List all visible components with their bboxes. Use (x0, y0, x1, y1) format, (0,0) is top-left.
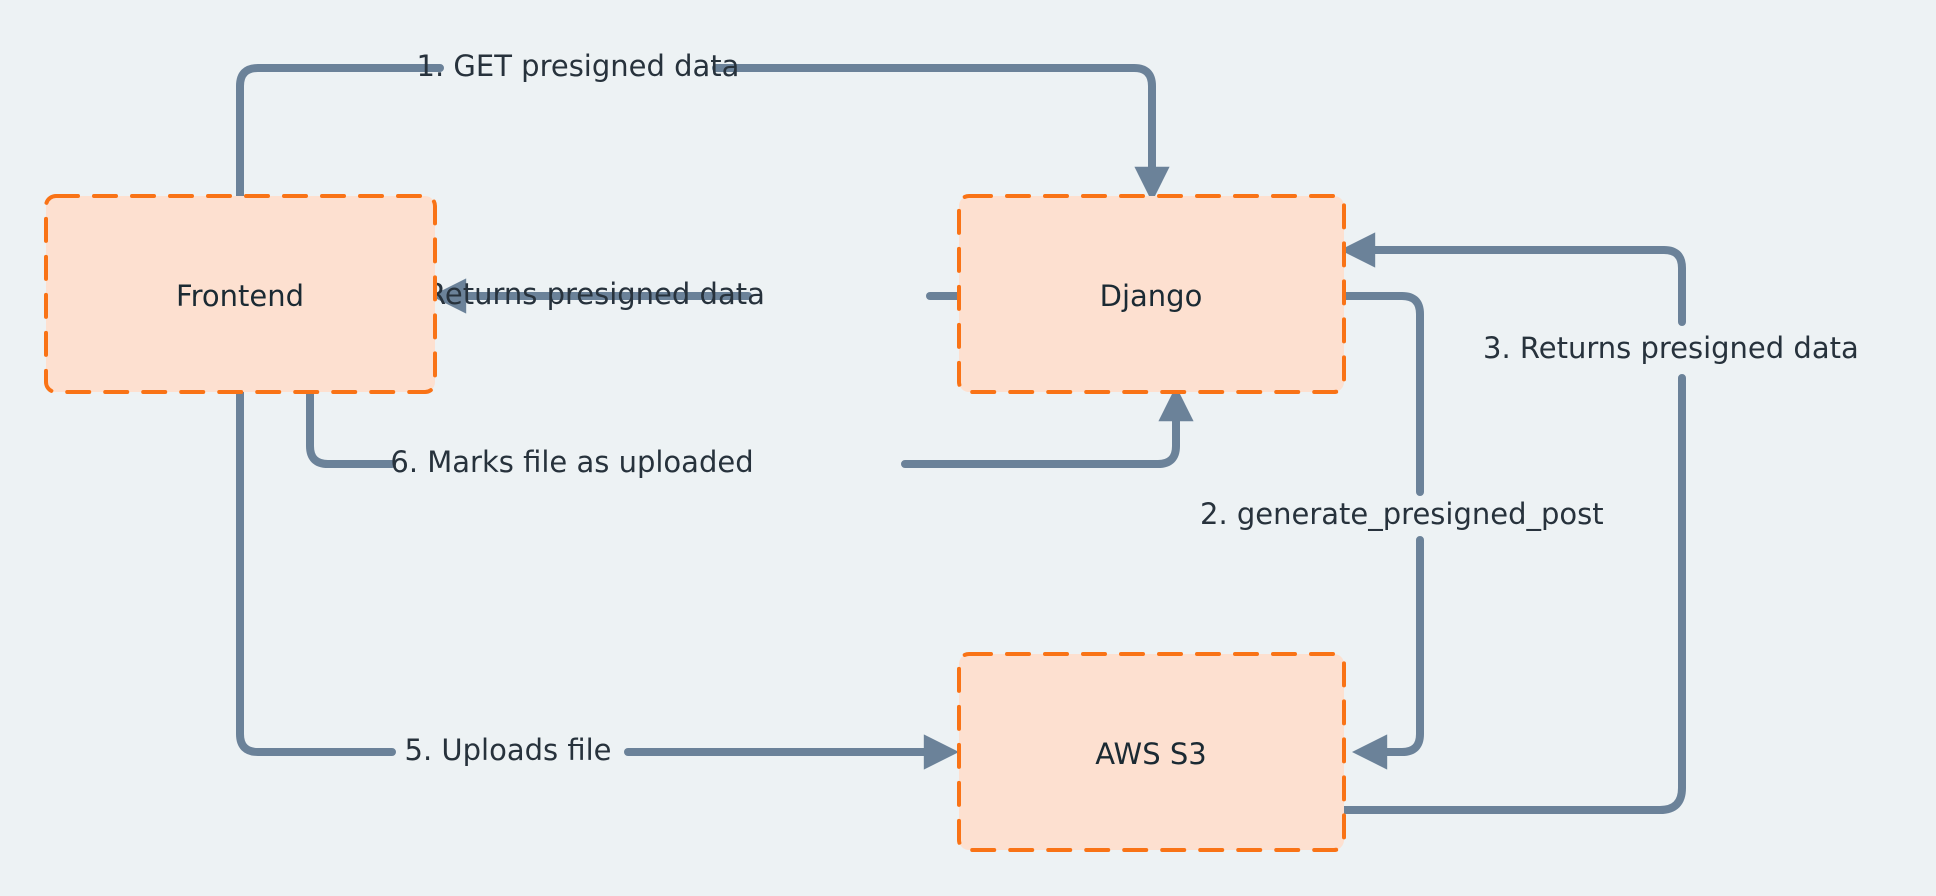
edge-4-returns-presigned-data: 4. Returns presigned data (389, 277, 963, 314)
edge-6-label: 6. Marks file as uploaded (390, 445, 753, 479)
node-django[interactable]: Django (957, 194, 1346, 394)
edge-1-label: 1. GET presigned data (417, 49, 740, 83)
edge-6-path-tail (901, 385, 1194, 468)
edge-5-path (236, 388, 396, 756)
node-aws-s3[interactable]: AWS S3 (957, 652, 1346, 852)
node-aws-s3-rect[interactable] (957, 652, 1346, 852)
edge-1-path (236, 64, 444, 200)
node-frontend[interactable]: Frontend (44, 194, 437, 394)
node-django-rect[interactable] (957, 194, 1346, 394)
node-aws-s3-label: AWS S3 (1095, 737, 1206, 771)
edge-6-path (306, 388, 396, 468)
edge-3-returns-presigned-data: 3. Returns presigned data (1339, 232, 1859, 814)
edge-4-label: 4. Returns presigned data (389, 277, 765, 311)
node-frontend-rect[interactable] (44, 194, 437, 394)
node-django-label: Django (1100, 279, 1203, 313)
edge-6-marks-file-as-uploaded: 6. Marks file as uploaded (306, 385, 1194, 479)
edge-1-get-presigned-data: 1. GET presigned data (236, 49, 1170, 203)
edge-3-path-tail (1339, 232, 1686, 326)
edge-3-label: 3. Returns presigned data (1483, 331, 1859, 365)
edge-2-label: 2. generate_presigned_post (1200, 497, 1604, 531)
edge-2-path-tail (1351, 536, 1424, 770)
edge-2-generate-presigned-post: 2. generate_presigned_post (1200, 292, 1604, 770)
edge-2-path (1340, 292, 1424, 496)
edge-1-path-tail (712, 64, 1170, 203)
edge-5-label: 5. Uploads file (405, 733, 612, 767)
edge-3-path (1340, 374, 1686, 814)
edge-5-uploads-file: 5. Uploads file (236, 388, 960, 770)
node-frontend-label: Frontend (176, 279, 304, 313)
